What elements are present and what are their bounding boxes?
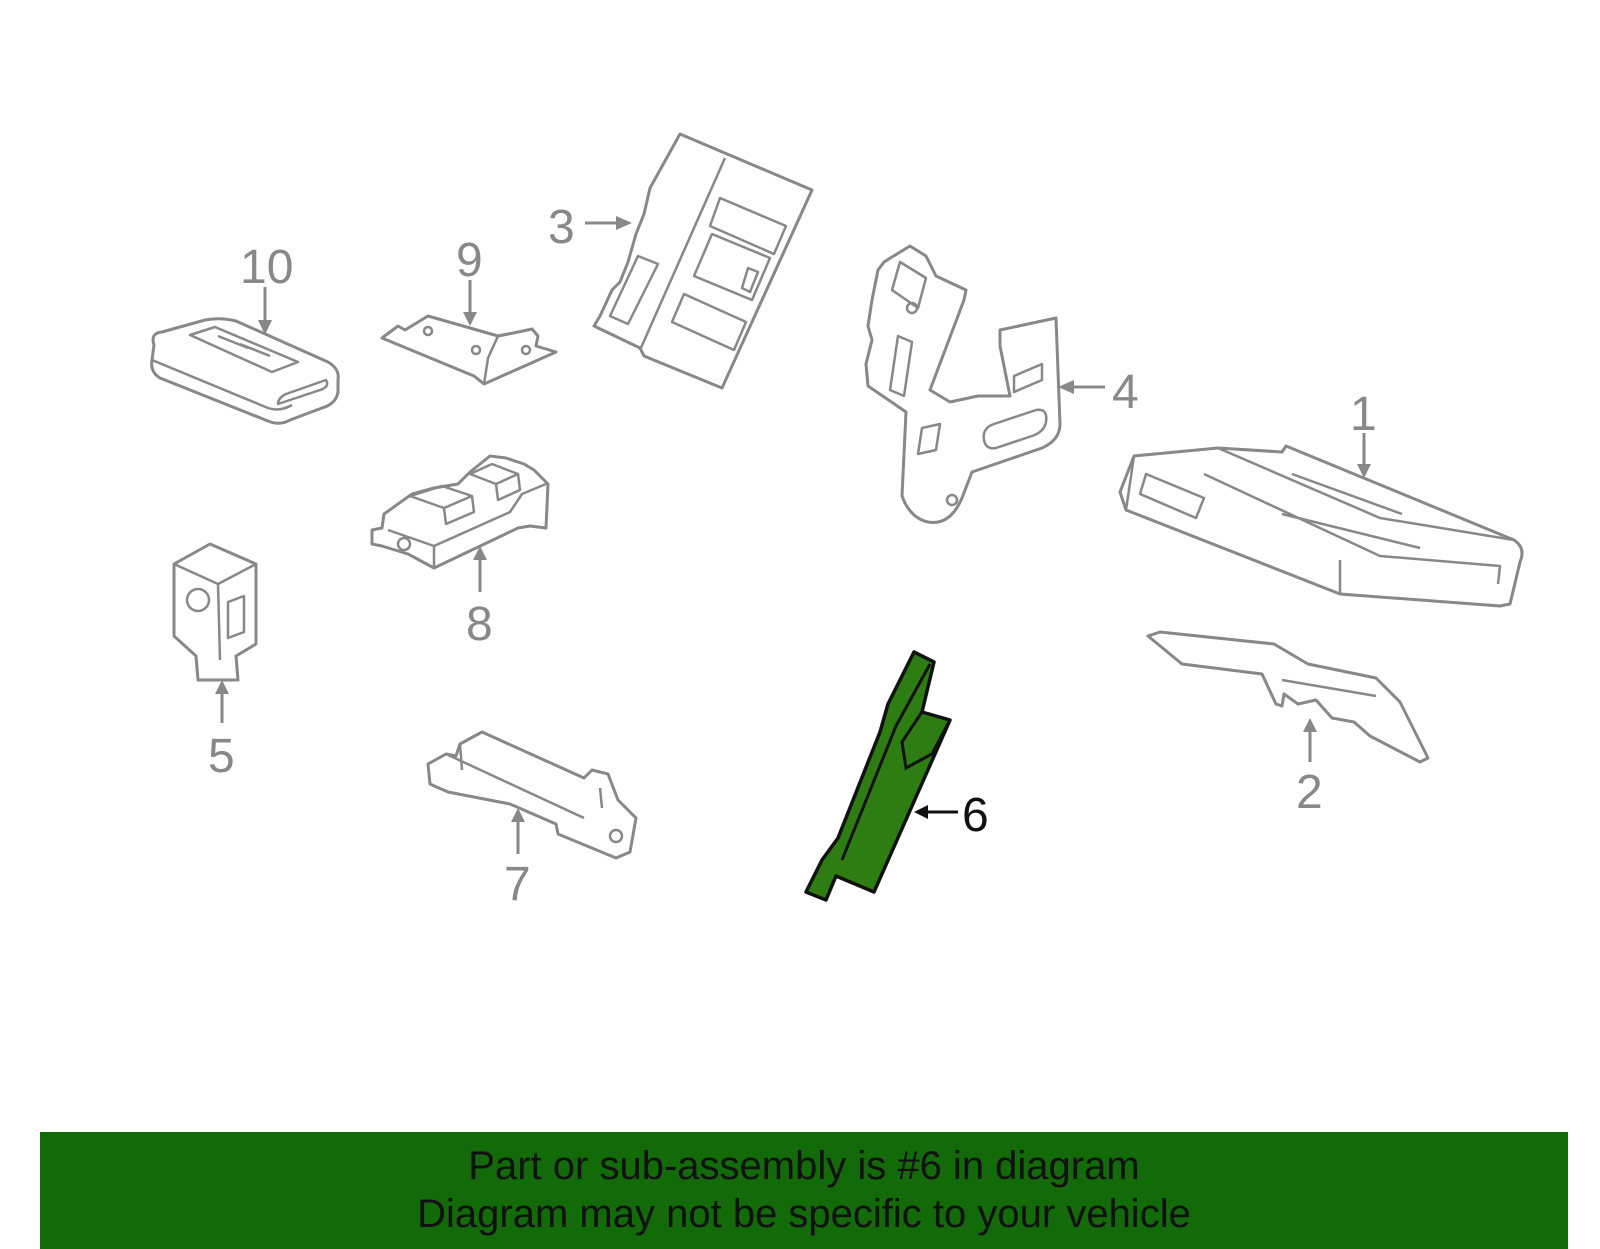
callout-4-arrowhead	[1058, 380, 1074, 394]
callout-5-label: 5	[208, 730, 235, 783]
callout-8-label: 8	[466, 598, 493, 651]
part-5-sensor	[172, 542, 258, 682]
part-7-bracket	[426, 730, 638, 860]
callout-3-arrowhead	[616, 216, 632, 230]
part-9-bracket	[380, 314, 558, 386]
part-6-highlighted-module	[804, 650, 952, 902]
callout-10-label: 10	[240, 241, 293, 294]
callout-8-arrowhead	[473, 546, 487, 560]
callout-2-label: 2	[1296, 766, 1323, 819]
callout-10-arrowhead	[258, 320, 272, 335]
callout-6-arrowhead	[914, 805, 928, 819]
banner-line-1: Part or sub-assembly is #6 in diagram	[468, 1144, 1140, 1188]
banner-line-2: Diagram may not be specific to your vehi…	[417, 1192, 1191, 1236]
callout-9-arrowhead	[463, 312, 477, 326]
parts-diagram: 10 9 3 4	[150, 132, 1524, 911]
callout-1-label: 1	[1350, 388, 1377, 441]
callout-2-arrowhead	[1303, 718, 1317, 732]
info-banner: Part or sub-assembly is #6 in diagram Di…	[40, 1132, 1568, 1249]
part-2-bracket-plate	[1146, 630, 1430, 764]
callout-4-label: 4	[1112, 366, 1139, 419]
callout-6-label: 6	[962, 789, 989, 842]
part-1-control-unit	[1118, 444, 1524, 608]
part-3-module	[592, 132, 814, 390]
callout-1-arrowhead	[1357, 464, 1371, 478]
callout-7-label: 7	[504, 858, 531, 911]
part-4-mounting-bracket	[864, 244, 1062, 524]
callout-7-arrowhead	[511, 808, 525, 822]
part-10-key-fob	[150, 317, 340, 425]
callout-9-label: 9	[456, 234, 483, 287]
callout-5-arrowhead	[215, 680, 229, 694]
part-8-switch	[370, 454, 550, 570]
callout-3-label: 3	[548, 201, 575, 254]
